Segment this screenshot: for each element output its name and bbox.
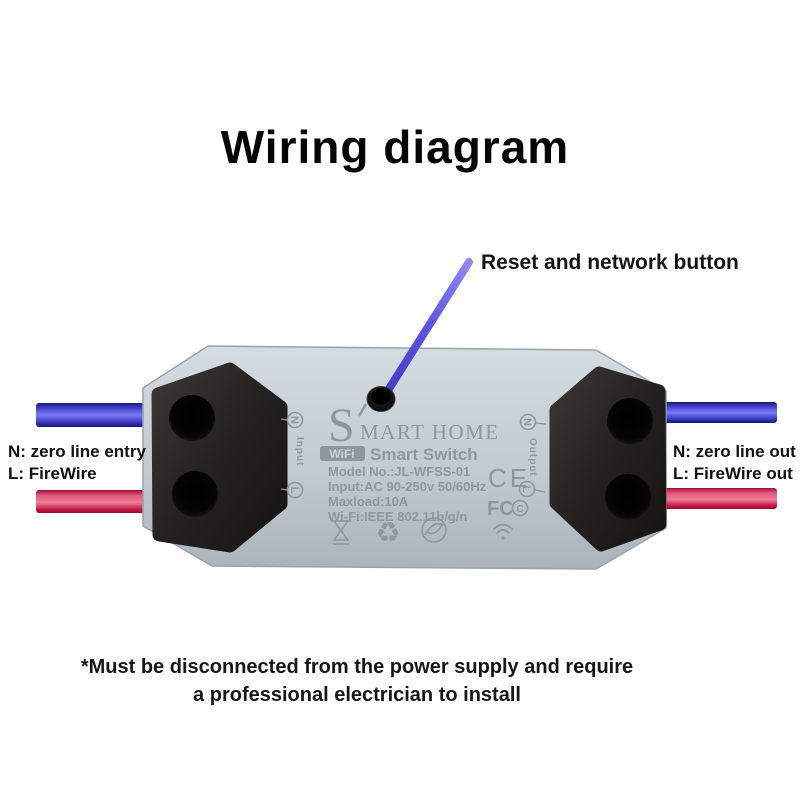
input-live-lead — [280, 488, 288, 491]
product-name: Smart Switch — [370, 445, 478, 464]
ce-mark-icon: CE — [488, 463, 530, 493]
left-cap-hole-top — [169, 395, 215, 441]
wire-blue-right — [658, 402, 777, 423]
input-live-letter: L — [288, 487, 300, 494]
reset-button-callout: Reset and network button — [481, 251, 739, 274]
wire-red-left — [36, 490, 168, 513]
wifi-badge — [320, 446, 365, 461]
wire-blue-left — [36, 403, 161, 427]
brand-initial: S — [328, 399, 355, 452]
page-title: Wiring diagram — [220, 121, 570, 173]
input-wire-labels: N: zero line entry L: FireWire — [8, 441, 146, 485]
right-cap-hole-bottom — [605, 474, 651, 520]
input-neutral-label: N: zero line entry — [8, 442, 146, 461]
fcc-mark-icon: FC — [487, 498, 514, 520]
input-port-label: Input — [294, 437, 305, 466]
wire-red-right — [658, 488, 777, 509]
weee-bin-icon — [331, 520, 351, 545]
spec-maxload: Maxload:10A — [328, 494, 409, 509]
output-live-lead — [534, 489, 546, 493]
output-wire-labels: N: zero line out L: FireWire out — [673, 441, 796, 485]
device-left-cap — [151, 362, 288, 553]
warning-line-1: *Must be disconnected from the power sup… — [80, 656, 634, 678]
spec-wifi: Wi-Fi:IEEE 802.11b/g/n — [328, 509, 467, 524]
installation-warning: *Must be disconnected from the power sup… — [0, 653, 714, 709]
warning-line-2: a professional electrician to install — [193, 684, 521, 706]
green-cert-icon — [421, 517, 447, 543]
output-port-label: Output — [527, 438, 538, 477]
wifi-icon — [493, 523, 513, 540]
recycle-icon: ♻ — [375, 516, 400, 549]
input-live-label: L: FireWire — [8, 464, 97, 483]
brand-tick — [357, 403, 368, 417]
output-live-circle — [518, 480, 536, 498]
right-cap-hole-top — [607, 398, 653, 444]
device-right-cap — [549, 366, 667, 552]
reset-button-top — [371, 388, 391, 405]
output-live-label: L: FireWire out — [673, 464, 793, 483]
output-neutral-label: N: zero line out — [673, 442, 796, 461]
input-neutral-lead — [280, 418, 288, 421]
input-neutral-letter: N — [288, 416, 300, 424]
wifi-badge-label: WiFi — [329, 447, 354, 461]
output-neutral-letter: N — [521, 418, 533, 426]
output-live-letter: L — [520, 486, 532, 493]
input-live-circle — [286, 481, 304, 499]
spec-model: Model No.:JL-WFSS-01 — [328, 464, 470, 479]
spec-input: Input:AC 90-250v 50/60Hz — [328, 479, 487, 494]
output-neutral-circle — [519, 413, 537, 431]
left-cap-hole-bottom — [172, 471, 218, 517]
brand-rest: MART HOME — [360, 420, 500, 444]
pointer-line — [383, 258, 473, 396]
input-neutral-circle — [286, 411, 304, 429]
output-neutral-lead — [535, 422, 547, 425]
fcc-mark-inner-c: C — [516, 504, 523, 515]
fcc-mark-circle — [511, 499, 529, 517]
